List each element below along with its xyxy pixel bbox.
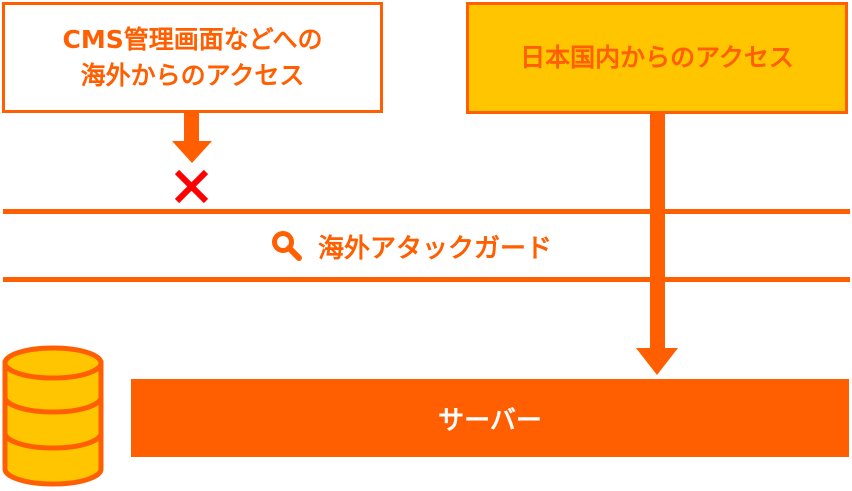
overseas-cms-access-box: CMS管理画面などへの 海外からのアクセス xyxy=(2,2,383,113)
blocked-access-arrow xyxy=(172,113,212,163)
cms-access-line1: CMS管理画面などへの xyxy=(62,24,323,54)
attack-guard-layer: 海外アタックガード xyxy=(270,226,552,266)
domestic-access-arrow xyxy=(636,114,678,375)
guard-bottom-line xyxy=(3,277,850,282)
server-label: サーバー xyxy=(438,405,542,436)
cms-access-line2: 海外からのアクセス xyxy=(80,60,305,90)
database-icon xyxy=(2,345,104,487)
guard-top-line xyxy=(3,209,850,214)
domestic-access-label: 日本国内からのアクセス xyxy=(520,43,794,72)
attack-guard-label: 海外アタックガード xyxy=(318,233,553,264)
cross-icon xyxy=(174,169,209,204)
search-icon xyxy=(272,231,302,261)
server-box: サーバー xyxy=(131,379,849,457)
domestic-access-box: 日本国内からのアクセス xyxy=(466,2,848,114)
